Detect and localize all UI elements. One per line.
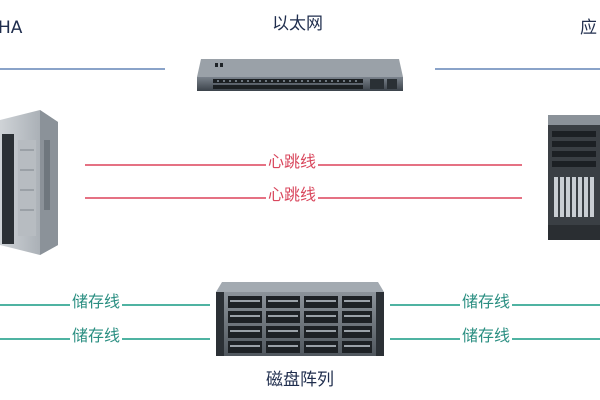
disk-array-label: 磁盘阵列 xyxy=(266,370,334,390)
heartbeat-label-1: 心跳线 xyxy=(266,152,319,171)
ethernet-label: 以太网 xyxy=(272,14,323,34)
right-partial-label: 应 xyxy=(580,18,597,38)
storage-label-left-1: 储存线 xyxy=(70,292,123,311)
disk-array-icon xyxy=(216,282,384,356)
storage-label-right-2: 储存线 xyxy=(460,326,513,345)
right-server-icon xyxy=(548,115,600,240)
ethernet-line-left xyxy=(0,68,165,70)
storage-label-right-1: 储存线 xyxy=(460,292,513,311)
storage-label-left-2: 储存线 xyxy=(70,326,123,345)
heartbeat-label-2: 心跳线 xyxy=(266,185,319,204)
ethernet-switch-icon xyxy=(197,59,403,91)
ha-label: HA xyxy=(0,18,23,38)
left-server-icon xyxy=(0,110,58,255)
ethernet-line-right xyxy=(435,68,600,70)
